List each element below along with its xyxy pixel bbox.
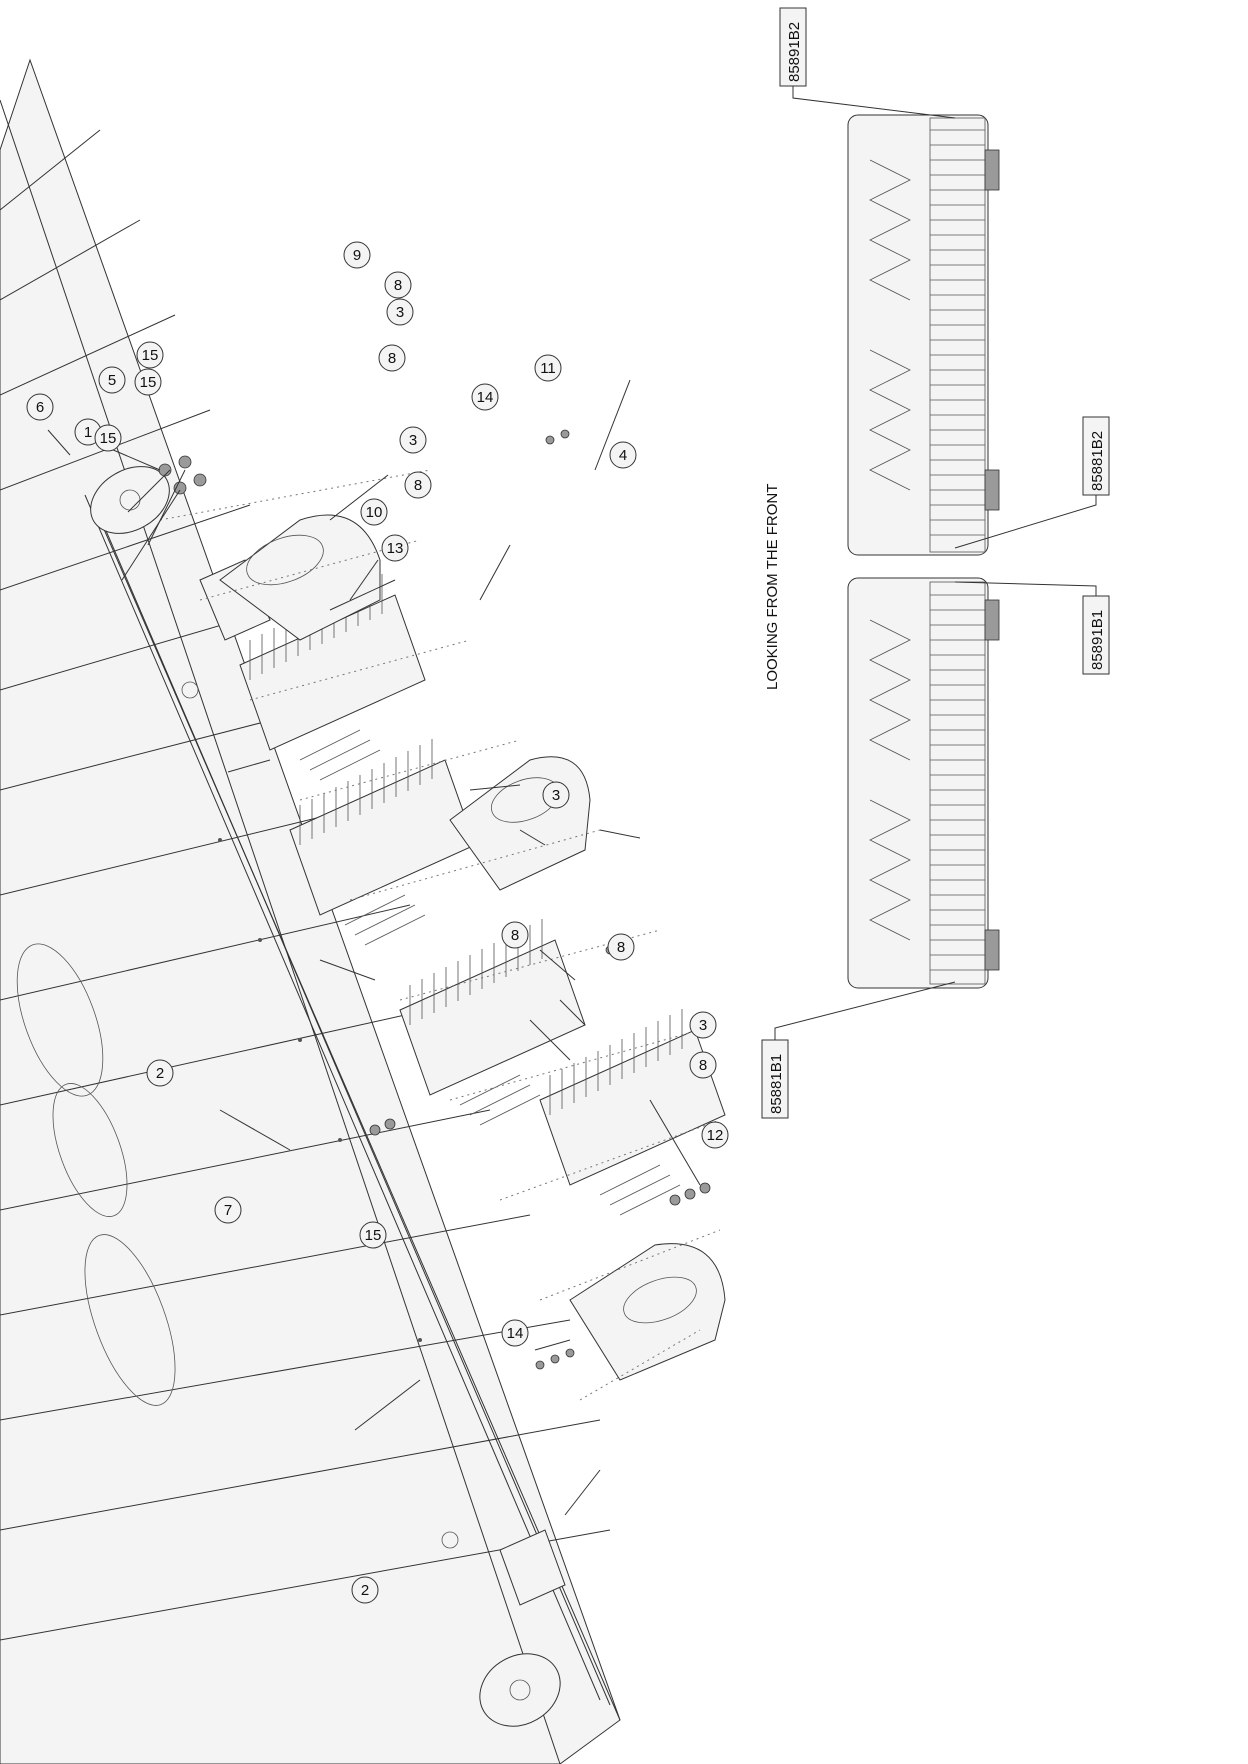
svg-text:14: 14: [477, 389, 494, 406]
balloon: 14: [501, 1319, 529, 1347]
balloon: 15: [134, 368, 162, 396]
svg-text:15: 15: [365, 1227, 382, 1244]
svg-text:4: 4: [619, 447, 627, 464]
part-label-85881B1: 85881B1: [761, 981, 956, 1119]
balloon: 8: [404, 471, 432, 499]
svg-text:8: 8: [414, 477, 422, 494]
balloon: 7: [214, 1196, 242, 1224]
svg-text:85891B1: 85891B1: [1089, 610, 1106, 670]
svg-text:11: 11: [540, 360, 556, 377]
svg-text:9: 9: [353, 247, 361, 264]
svg-text:2: 2: [361, 1582, 369, 1599]
svg-text:3: 3: [552, 787, 560, 804]
balloon: 2: [146, 1059, 174, 1087]
svg-text:6: 6: [36, 399, 44, 416]
svg-text:15: 15: [140, 374, 157, 391]
svg-text:10: 10: [366, 504, 383, 521]
balloon: 10: [360, 498, 388, 526]
svg-text:14: 14: [507, 1325, 524, 1342]
balloon: 8: [378, 344, 406, 372]
leaders: [47, 379, 701, 1516]
comb-section: [539, 1009, 726, 1216]
balloon: 15: [359, 1221, 387, 1249]
svg-text:8: 8: [617, 939, 625, 956]
balloon: 11: [534, 354, 562, 382]
svg-text:3: 3: [409, 432, 417, 449]
part-label-85891B1: 85891B1: [954, 581, 1110, 675]
conveyor-frame: [0, 58, 621, 1764]
svg-text:13: 13: [387, 540, 404, 557]
svg-text:85881B2: 85881B2: [1089, 431, 1106, 491]
svg-text:1: 1: [84, 424, 92, 441]
balloon: 2: [351, 1576, 379, 1604]
view-caption: LOOKING FROM THE FRONT: [764, 484, 781, 690]
frame-slats: [0, 129, 611, 1641]
balloon: 12: [701, 1121, 729, 1149]
svg-text:8: 8: [699, 1057, 707, 1074]
part-label-85891B2: 85891B2: [779, 7, 956, 119]
balloon: 8: [607, 933, 635, 961]
end-plate: [449, 756, 591, 891]
balloon: 15: [136, 341, 164, 369]
svg-text:8: 8: [511, 927, 519, 944]
balloon: 3: [689, 1011, 717, 1039]
svg-text:8: 8: [388, 350, 396, 367]
balloon: 9: [343, 241, 371, 269]
front-view-lower: [847, 577, 1000, 989]
balloon: 8: [384, 271, 412, 299]
balloon: 5: [98, 366, 126, 394]
balloon: 3: [542, 781, 570, 809]
balloon: 4: [609, 441, 637, 469]
end-plate: [569, 1243, 726, 1381]
part-label-85881B2: 85881B2: [954, 416, 1110, 549]
svg-text:12: 12: [707, 1127, 724, 1144]
svg-text:7: 7: [224, 1202, 232, 1219]
balloon: 8: [689, 1051, 717, 1079]
front-view-upper: [847, 114, 1000, 556]
balloon: 6: [26, 393, 54, 421]
svg-text:3: 3: [699, 1017, 707, 1034]
balloon: 13: [381, 534, 409, 562]
balloon: 3: [399, 426, 427, 454]
balloon: 8: [501, 921, 529, 949]
assembly-lines: [159, 469, 721, 1401]
end-plate: [219, 514, 381, 641]
balloon: 14: [471, 383, 499, 411]
svg-text:15: 15: [100, 430, 117, 447]
svg-text:5: 5: [108, 372, 116, 389]
balloon: 3: [386, 298, 414, 326]
svg-text:85881B1: 85881B1: [768, 1054, 785, 1114]
svg-text:8: 8: [394, 277, 402, 294]
balloon: 15: [94, 424, 122, 452]
svg-text:3: 3: [396, 304, 404, 321]
svg-text:2: 2: [156, 1065, 164, 1082]
svg-text:85891B2: 85891B2: [786, 22, 803, 82]
svg-text:15: 15: [142, 347, 159, 364]
